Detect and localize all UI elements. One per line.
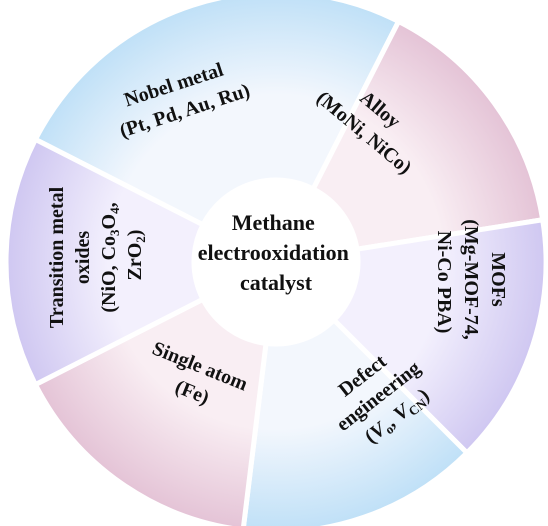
center-label: Methane electrooxidation catalyst [198,210,355,295]
center-circle [194,180,358,344]
segment-label-mofs: MOFs (Mg-MOF-74, Ni-Co PBA) [433,219,509,345]
mofs-line-3: Ni-Co PBA) [433,231,455,334]
mofs-line-2: (Mg-MOF-74, [460,219,482,340]
tmo-line-3: (NiO, Co3O4, [98,202,122,312]
center-line-3: catalyst [240,270,313,295]
segment-alloy [309,18,546,253]
center-line-1: Methane [232,210,315,235]
tmo-line-4: ZrO2) [124,230,148,281]
center-line-2: electrooxidation [198,240,349,265]
segment-transition-metal-oxides [3,136,207,388]
mofs-line-1: MOFs [487,252,509,307]
tmo-line-1: Transition metal [46,186,68,328]
segments-layer [3,0,548,526]
tmo-line-2: oxides [72,231,94,285]
